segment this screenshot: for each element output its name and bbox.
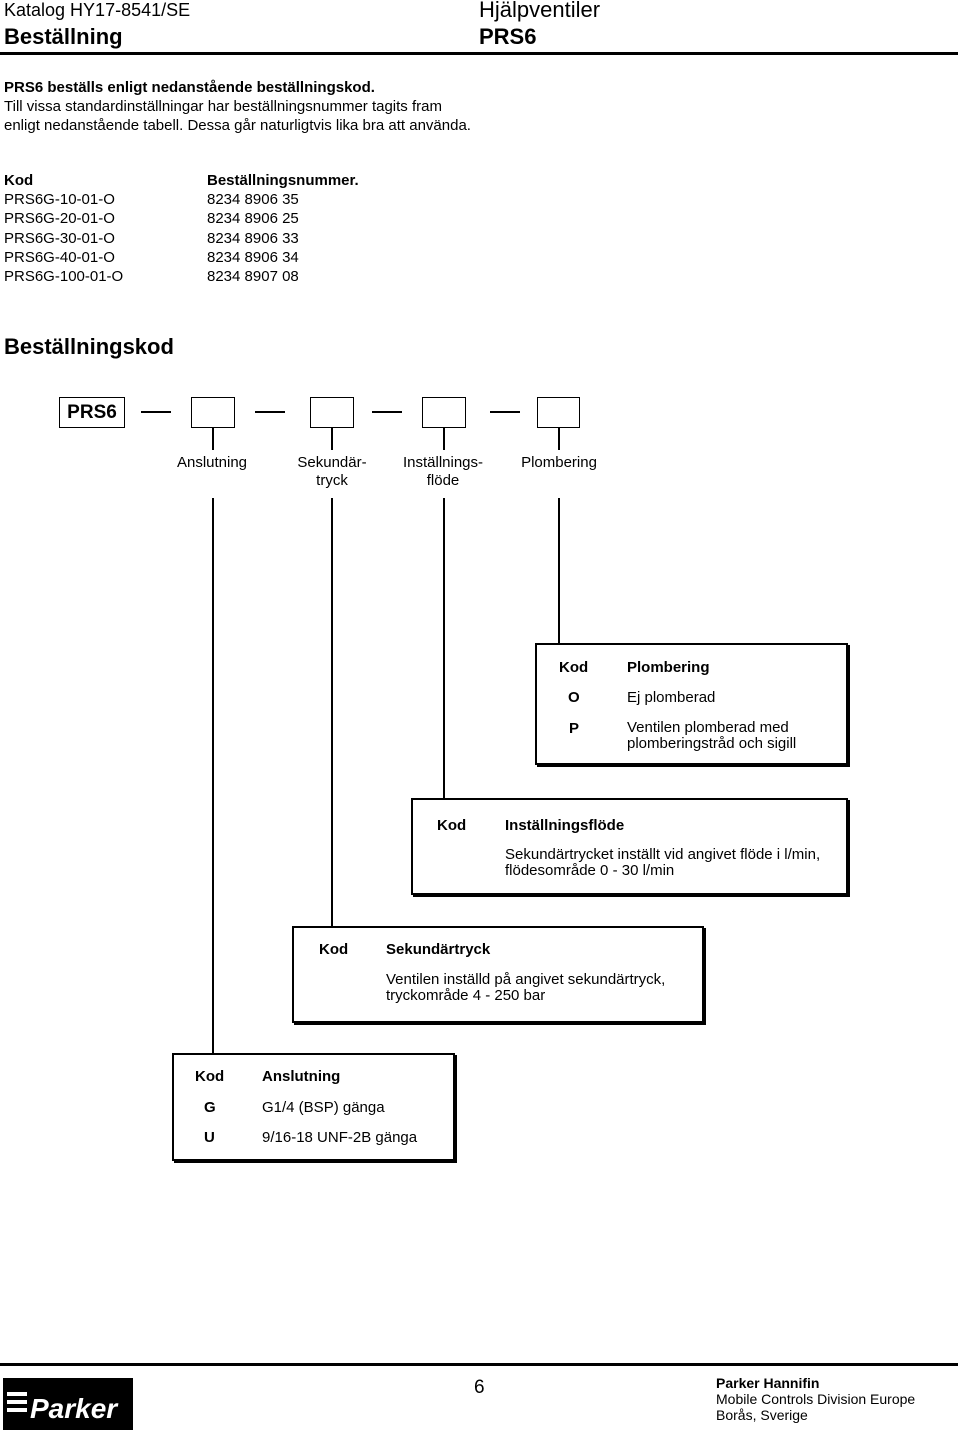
order-code: PRS6G-40-01-O — [4, 248, 115, 266]
sekundartryck-title: Sekundärtryck — [386, 941, 491, 958]
order-code: PRS6G-20-01-O — [4, 210, 115, 228]
header-rule — [0, 52, 958, 55]
connector-line-anslutning — [212, 498, 214, 1054]
installningsflode-kod-header: Kod — [437, 817, 467, 834]
anslutning-kod-header: Kod — [195, 1068, 225, 1085]
installningsflode-desc-line1: Sekundärtrycket inställt vid angivet flö… — [505, 846, 821, 863]
intro-bold-line: PRS6 beställs enligt nedanstående bestäl… — [4, 79, 375, 96]
code-box-installningsflode — [422, 397, 466, 428]
code-separator-dash — [141, 411, 171, 413]
connector-line-installningsflode — [443, 498, 445, 799]
intro-paragraph: PRS6 beställs enligt nedanstående bestäl… — [4, 78, 474, 135]
sekundartryck-table: Kod Sekundärtryck Ventilen inställd på a… — [292, 926, 704, 1023]
catalog-number: Katalog HY17-8541/SE — [4, 0, 191, 20]
page-number: 6 — [474, 1377, 485, 1398]
label-plombering: Plombering — [521, 454, 597, 471]
order-number: 8234 8906 34 — [207, 248, 299, 266]
label-sekundartryck-line2: tryck — [316, 472, 348, 489]
connector-line-plombering — [558, 498, 560, 644]
label-sekundartryck-line1: Sekundär- — [297, 454, 367, 471]
sekundartryck-desc-line1: Ventilen inställd på angivet sekundärtry… — [386, 971, 666, 988]
order-code: PRS6G-30-01-O — [4, 229, 115, 247]
order-number: 8234 8906 35 — [207, 191, 299, 209]
svg-text:Parker: Parker — [30, 1393, 119, 1424]
sekundartryck-kod-header: Kod — [319, 941, 349, 958]
footer-company: Parker Hannifin — [716, 1375, 820, 1391]
plombering-title: Plombering — [627, 659, 710, 676]
installningsflode-desc: Sekundärtrycket inställt vid angivet flö… — [505, 847, 820, 879]
footer-rule — [0, 1363, 958, 1366]
order-number: 8234 8906 33 — [207, 229, 299, 247]
anslutning-code-g: G — [204, 1099, 216, 1116]
plombering-desc-p-line1: Ventilen plomberad med — [627, 719, 789, 736]
sekundartryck-desc: Ventilen inställd på angivet sekundärtry… — [386, 972, 665, 1004]
order-number: 8234 8907 08 — [207, 267, 299, 285]
product-title: PRS6 — [479, 24, 537, 49]
label-sekundartryck: Sekundär- tryck — [282, 454, 382, 490]
code-prefix-box: PRS6 — [59, 397, 125, 428]
plombering-desc-o: Ej plomberad — [627, 689, 716, 706]
order-number: 8234 8906 25 — [207, 210, 299, 228]
plombering-desc-p: Ventilen plomberad med plomberingstråd o… — [627, 720, 796, 752]
code-separator-dash — [372, 411, 402, 413]
plombering-code-o: O — [568, 689, 580, 706]
code-box-plombering — [537, 397, 580, 428]
connector-line-sekundartryck — [331, 498, 333, 927]
parker-logo: Parker — [3, 1378, 133, 1430]
anslutning-desc-g: G1/4 (BSP) gänga — [262, 1099, 385, 1116]
plombering-kod-header: Kod — [559, 659, 589, 676]
footer-division: Mobile Controls Division Europe — [716, 1391, 916, 1407]
sekundartryck-desc-line2: tryckområde 4 - 250 bar — [386, 987, 546, 1004]
installningsflode-table: Kod Inställningsflöde Sekundärtrycket in… — [411, 798, 848, 895]
code-box-sekundartryck — [310, 397, 354, 428]
code-box-anslutning — [191, 397, 235, 428]
installningsflode-title: Inställningsflöde — [505, 817, 625, 834]
connector-tick — [443, 428, 445, 450]
order-header-number: Beställningsnummer. — [207, 172, 359, 189]
order-code: PRS6G-10-01-O — [4, 191, 115, 209]
installningsflode-desc-line2: flödesområde 0 - 30 l/min — [505, 862, 675, 879]
connector-tick — [331, 428, 333, 450]
anslutning-title: Anslutning — [262, 1068, 341, 1085]
code-separator-dash — [490, 411, 520, 413]
label-anslutning: Anslutning — [176, 454, 248, 471]
plombering-table: Kod Plombering O Ej plomberad P Ventilen… — [535, 643, 848, 765]
plombering-desc-p-line2: plomberingstråd och sigill — [627, 735, 797, 752]
footer-company-block: Parker Hannifin Mobile Controls Division… — [716, 1375, 915, 1423]
category-title: Hjälpventiler — [479, 0, 601, 22]
order-code: PRS6G-100-01-O — [4, 267, 124, 285]
plombering-code-p: P — [569, 720, 580, 737]
anslutning-code-u: U — [204, 1129, 215, 1146]
footer-location: Borås, Sverige — [716, 1407, 808, 1423]
anslutning-desc-u: 9/16-18 UNF-2B gänga — [262, 1129, 418, 1146]
intro-text: Till vissa standardinställningar har bes… — [4, 98, 471, 134]
ordering-code-title: Beställningskod — [4, 334, 174, 359]
code-separator-dash — [255, 411, 285, 413]
anslutning-table: Kod Anslutning G G1/4 (BSP) gänga U 9/16… — [172, 1053, 455, 1161]
label-installningsflode-line2: flöde — [426, 472, 460, 489]
section-title: Beställning — [4, 24, 123, 49]
order-header-kod: Kod — [4, 172, 34, 189]
connector-tick — [558, 428, 560, 450]
label-installningsflode: Inställnings- flöde — [388, 454, 498, 490]
label-installningsflode-line1: Inställnings- — [402, 454, 484, 471]
connector-tick — [212, 428, 214, 450]
